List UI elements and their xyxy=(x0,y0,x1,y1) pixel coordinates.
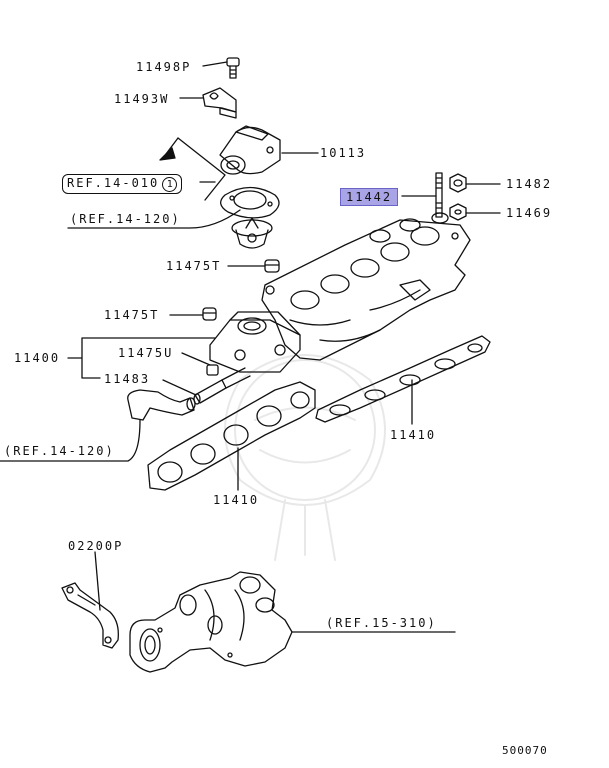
part-label-11482: 11482 xyxy=(506,177,553,191)
ref-15-310: (REF.15-310) xyxy=(326,616,437,630)
part-label-02200p: 02200P xyxy=(68,539,124,553)
water-outlet-10113-icon xyxy=(219,125,281,175)
leader-11400 xyxy=(67,337,216,379)
ref-14-120-b: (REF.14-120) xyxy=(4,444,115,458)
ref-14-120-a: (REF.14-120) xyxy=(70,212,181,226)
leader-11475u xyxy=(181,352,211,366)
intake-manifold-11400-icon xyxy=(261,212,471,361)
hose-icon xyxy=(127,389,196,421)
thermostat-icon xyxy=(231,217,273,249)
exhaust-manifold-icon xyxy=(129,571,293,673)
arrow-ref-14-010-icon xyxy=(159,137,226,201)
gasket-11410-left-icon xyxy=(147,381,316,491)
part-label-11475u: 11475U xyxy=(118,346,174,360)
part-label-11469: 11469 xyxy=(506,206,553,220)
bracket-02200p-icon xyxy=(61,582,119,649)
leader-11498p xyxy=(202,61,228,67)
water-passage-block-icon xyxy=(209,311,301,373)
ref-14-010-circle-number: 1 xyxy=(162,177,178,192)
part-label-10113: 10113 xyxy=(320,146,367,160)
washer-11469-icon xyxy=(449,203,467,221)
leader-02200p xyxy=(94,551,101,611)
plug-11475u-icon xyxy=(206,364,219,376)
part-label-11410-left: 11410 xyxy=(213,493,260,507)
gasket-11410-right-icon xyxy=(315,335,491,423)
part-label-11475t-b: 11475T xyxy=(104,308,160,322)
stud-11442-icon xyxy=(435,172,443,218)
plug-11475t-left-icon xyxy=(202,307,217,321)
part-label-11493w: 11493W xyxy=(114,92,170,106)
leader-11483 xyxy=(162,379,197,396)
gasket-thermostat-icon xyxy=(220,186,280,219)
nut-11482-icon xyxy=(449,173,467,193)
pipe-11483-icon xyxy=(193,367,251,405)
part-label-11498p: 11498P xyxy=(136,60,192,74)
watermark-emblem xyxy=(224,354,386,561)
part-label-11442-highlighted[interactable]: 11442 xyxy=(340,188,399,206)
part-label-11483: 11483 xyxy=(104,372,151,386)
bracket-11493w-icon xyxy=(202,87,237,119)
diagram-code: 500070 xyxy=(502,744,548,757)
part-label-11400: 11400 xyxy=(14,351,61,365)
ref-14-010-text: REF.14-010 xyxy=(67,176,160,190)
bolt-11498p-icon xyxy=(226,57,240,79)
leader-ref-14-120-a xyxy=(67,209,241,229)
part-label-11410-right: 11410 xyxy=(390,428,437,442)
plug-11475t-top-icon xyxy=(264,259,280,273)
part-label-11475t-a: 11475T xyxy=(166,259,222,273)
leader-ref-14-120-b xyxy=(0,419,141,462)
